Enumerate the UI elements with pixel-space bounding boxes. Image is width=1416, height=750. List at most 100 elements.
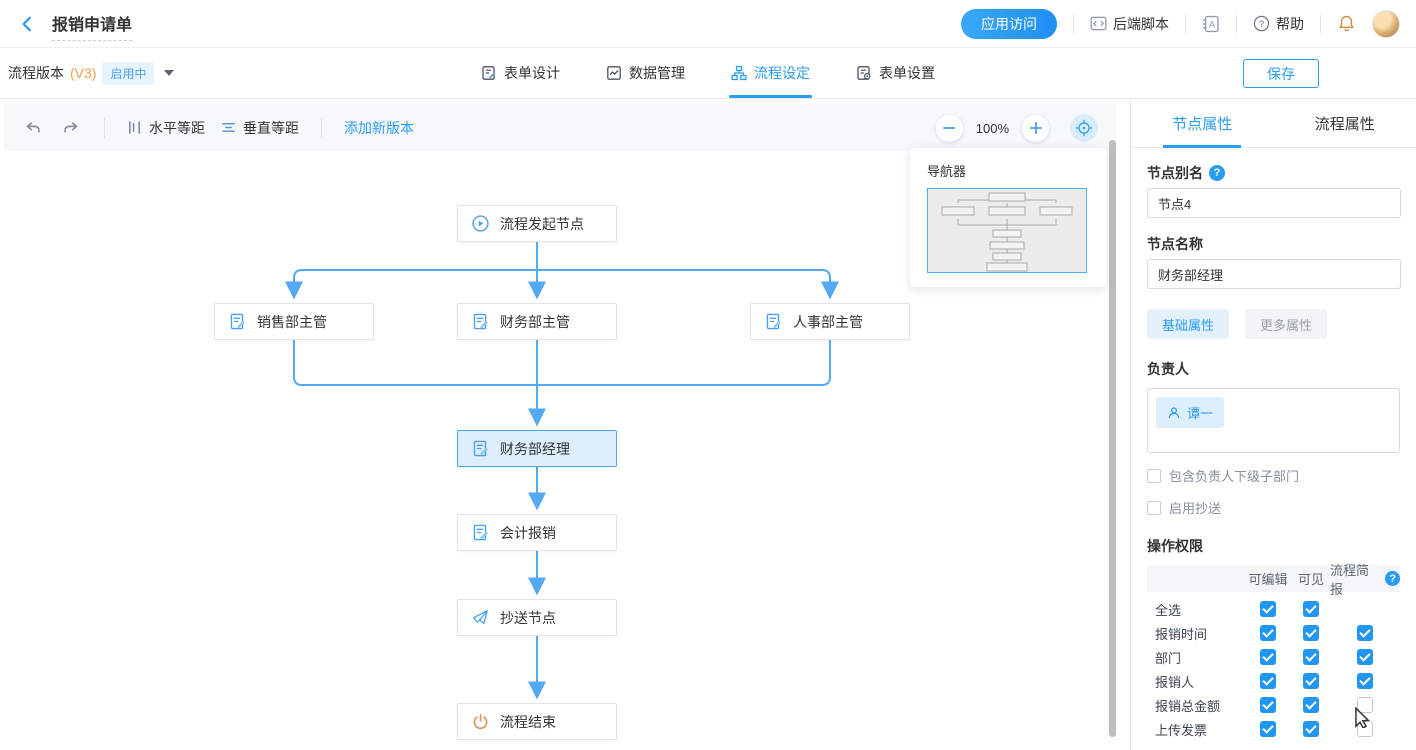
- permission-row: 报销总金额: [1147, 693, 1400, 717]
- help-button[interactable]: ? 帮助: [1253, 14, 1304, 34]
- code-icon: [1090, 16, 1107, 31]
- status-badge: 启用中: [102, 61, 155, 85]
- checkbox-unchecked[interactable]: [1357, 697, 1373, 713]
- checkbox-checked[interactable]: [1303, 721, 1319, 737]
- column-editable: 可编辑: [1248, 572, 1288, 587]
- navigator-title: 导航器: [927, 164, 967, 179]
- notification-bell-icon[interactable]: [1337, 14, 1356, 33]
- panel-tabs: 节点属性 流程属性: [1131, 100, 1416, 148]
- checkbox-checked[interactable]: [1260, 625, 1276, 641]
- checkbox-checked[interactable]: [1260, 721, 1276, 737]
- basic-properties-button[interactable]: 基础属性: [1147, 309, 1230, 339]
- divider: [1320, 14, 1321, 33]
- page-title[interactable]: 报销申请单: [52, 11, 133, 41]
- enable-cc-option[interactable]: 启用抄送: [1147, 498, 1400, 517]
- flow-node[interactable]: 人事部主管: [750, 303, 910, 340]
- flow-node[interactable]: 销售部主管: [214, 303, 374, 340]
- flow-node-label: 人事部主管: [793, 313, 863, 330]
- tab-form-design[interactable]: 表单设计: [481, 48, 560, 98]
- node-alias-input[interactable]: [1147, 188, 1401, 218]
- flow-node[interactable]: 财务部主管: [457, 303, 617, 340]
- chevron-down-icon[interactable]: [164, 70, 175, 76]
- tab-data-management[interactable]: 数据管理: [606, 48, 685, 98]
- locate-button[interactable]: [1070, 114, 1098, 142]
- flow-canvas[interactable]: 水平等距 垂直等距 添加新版本 100%: [0, 100, 1130, 750]
- flow-node[interactable]: 流程发起节点: [457, 205, 617, 242]
- vertical-spacing-icon: [222, 123, 235, 132]
- checkbox-unchecked[interactable]: [1147, 468, 1161, 483]
- canvas-toolbar: 水平等距 垂直等距 添加新版本: [4, 104, 1116, 151]
- help-circle-icon[interactable]: ?: [1385, 571, 1400, 586]
- zoom-in-button[interactable]: [1022, 114, 1049, 142]
- power-icon: [472, 713, 489, 730]
- owner-label: 负责人: [1147, 361, 1189, 377]
- checkbox-checked[interactable]: [1260, 697, 1276, 713]
- app-header: 报销申请单 应用访问 后端脚本 A ? 帮助: [0, 0, 1416, 48]
- app-access-button[interactable]: 应用访问: [961, 8, 1057, 39]
- redo-icon[interactable]: [60, 117, 82, 139]
- flow-node-label: 流程发起节点: [500, 215, 584, 232]
- vertical-scrollbar[interactable]: [1109, 140, 1116, 737]
- divider: [1073, 14, 1074, 33]
- flow-node[interactable]: 抄送节点: [457, 599, 617, 636]
- owner-tag[interactable]: 谭一: [1156, 397, 1225, 428]
- flow-node[interactable]: 会计报销: [457, 514, 617, 551]
- flow-node[interactable]: 财务部经理: [457, 430, 617, 467]
- user-avatar[interactable]: [1372, 9, 1400, 38]
- checkbox-checked[interactable]: [1260, 673, 1276, 689]
- checkbox-checked[interactable]: [1357, 649, 1373, 665]
- include-sub-departments-option[interactable]: 包含负责人下级子部门: [1147, 466, 1400, 485]
- checkbox-checked[interactable]: [1357, 673, 1373, 689]
- save-button[interactable]: 保存: [1243, 59, 1319, 88]
- tab-form-settings[interactable]: 表单设置: [856, 48, 935, 98]
- vertical-equalize-button[interactable]: 垂直等距: [221, 118, 299, 138]
- flow-node-label: 销售部主管: [257, 313, 327, 330]
- main-tabs: 表单设计 数据管理 流程设定 表单设置: [0, 48, 1416, 98]
- svg-text:?: ?: [1259, 19, 1264, 30]
- help-circle-icon[interactable]: ?: [1209, 165, 1225, 181]
- checkbox-checked[interactable]: [1303, 649, 1319, 665]
- permission-field-label: 上传发票: [1155, 722, 1208, 738]
- navigator-minimap[interactable]: [927, 188, 1087, 273]
- zoom-out-button[interactable]: [935, 114, 963, 142]
- checkbox-checked[interactable]: [1303, 625, 1319, 641]
- checkbox-checked[interactable]: [1303, 673, 1319, 689]
- address-book-icon[interactable]: A: [1202, 15, 1220, 33]
- question-circle-icon: ?: [1253, 15, 1270, 32]
- tab-node-properties[interactable]: 节点属性: [1131, 100, 1274, 147]
- node-alias-label: 节点别名 ?: [1147, 163, 1400, 183]
- horizontal-equalize-button[interactable]: 水平等距: [127, 118, 205, 138]
- checkbox-checked[interactable]: [1357, 625, 1373, 641]
- permission-field-label: 报销时间: [1155, 626, 1208, 642]
- checkbox-checked[interactable]: [1260, 649, 1276, 665]
- column-report: 流程简报 ?: [1330, 560, 1400, 598]
- permission-row: 全选: [1147, 597, 1400, 621]
- flow-icon: [731, 65, 747, 81]
- flow-node-label: 抄送节点: [500, 609, 556, 626]
- back-icon[interactable]: [16, 13, 38, 35]
- divider: [321, 117, 322, 138]
- tab-flow-properties[interactable]: 流程属性: [1314, 116, 1375, 133]
- permissions-rows: 全选报销时间部门报销人报销总金额上传发票: [1147, 597, 1400, 741]
- person-icon: [1168, 406, 1180, 418]
- divider: [1236, 14, 1237, 33]
- checkbox-checked[interactable]: [1260, 601, 1276, 617]
- owner-selector[interactable]: 谭一: [1147, 388, 1400, 453]
- undo-icon[interactable]: [22, 117, 44, 139]
- backend-script-button[interactable]: 后端脚本: [1090, 14, 1169, 34]
- add-new-version-button[interactable]: 添加新版本: [344, 119, 414, 136]
- permission-field-label: 全选: [1155, 602, 1182, 618]
- checkbox-unchecked[interactable]: [1147, 500, 1161, 515]
- checkbox-unchecked[interactable]: [1357, 721, 1373, 737]
- form-design-icon: [482, 66, 496, 80]
- checkbox-checked[interactable]: [1303, 601, 1319, 617]
- checkbox-checked[interactable]: [1303, 697, 1319, 713]
- node-name-input[interactable]: [1147, 259, 1401, 289]
- navigator-panel: 导航器: [910, 148, 1106, 287]
- flow-version-selector[interactable]: 流程版本(V3) 启用中: [8, 48, 175, 98]
- crosshair-icon: [1075, 119, 1093, 137]
- tab-flow-settings[interactable]: 流程设定: [729, 48, 812, 98]
- more-properties-button[interactable]: 更多属性: [1245, 309, 1328, 339]
- flow-node[interactable]: 流程结束: [457, 703, 617, 740]
- flow-node-label: 流程结束: [500, 713, 556, 730]
